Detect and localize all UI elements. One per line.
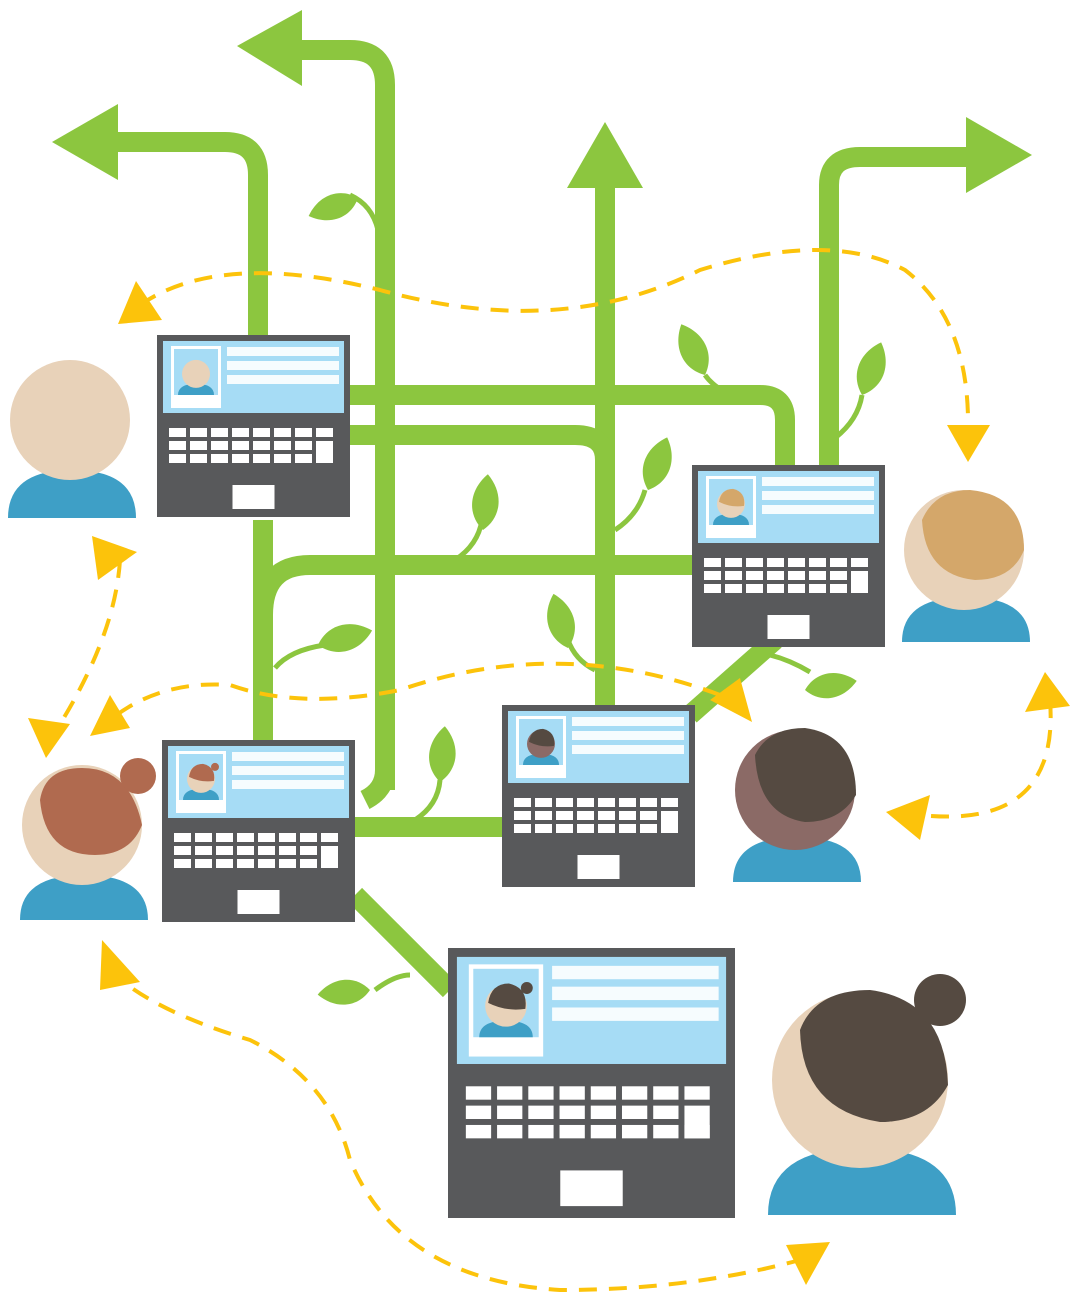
flow-arrows xyxy=(48,248,1053,1293)
laptop-icon xyxy=(692,465,885,647)
person-icon xyxy=(902,490,1030,642)
people xyxy=(8,360,1030,1215)
leaves xyxy=(273,186,894,1007)
flow-arrow-icon xyxy=(118,281,162,324)
laptop-icon xyxy=(448,948,735,1218)
leaf-icon xyxy=(540,590,581,652)
leaf-icon xyxy=(304,186,363,228)
leaf-icon xyxy=(849,337,894,400)
leaf-icon xyxy=(669,318,717,381)
flow-arrow-icon xyxy=(92,536,137,580)
leaf-icon xyxy=(426,725,459,784)
leaf-icon xyxy=(635,432,680,495)
leaf-icon xyxy=(314,617,376,658)
person-icon xyxy=(20,758,156,920)
flow-arrow-icon xyxy=(786,1242,830,1285)
laptop-icon xyxy=(162,740,355,922)
branch-arrow-icon xyxy=(237,10,302,86)
leaf-icon xyxy=(316,977,372,1007)
laptop-icon xyxy=(502,705,695,887)
branch-arrow-icon xyxy=(52,104,118,180)
flow-arrow-icon xyxy=(886,795,930,840)
person-icon xyxy=(733,728,861,882)
flow-arrow-icon xyxy=(1025,672,1070,712)
leaf-icon xyxy=(802,668,859,703)
flow-arrow-icon xyxy=(947,425,990,462)
leaf-icon xyxy=(469,473,502,532)
flow-arrow-icon xyxy=(710,678,752,722)
laptop-icon xyxy=(157,335,350,517)
branches xyxy=(115,40,970,998)
flow-arrow-icons xyxy=(28,281,1070,1285)
branch-arrow-icon xyxy=(567,122,643,188)
person-icon xyxy=(8,360,136,518)
flow-arrow-icon xyxy=(28,718,70,758)
branch-arrow-icon xyxy=(966,117,1032,193)
person-icon xyxy=(768,974,966,1215)
branch-arrow-icons xyxy=(52,10,1032,193)
laptops xyxy=(157,335,885,1218)
flow-arrow-icon xyxy=(100,940,140,990)
flow-arrow-icon xyxy=(90,695,130,736)
